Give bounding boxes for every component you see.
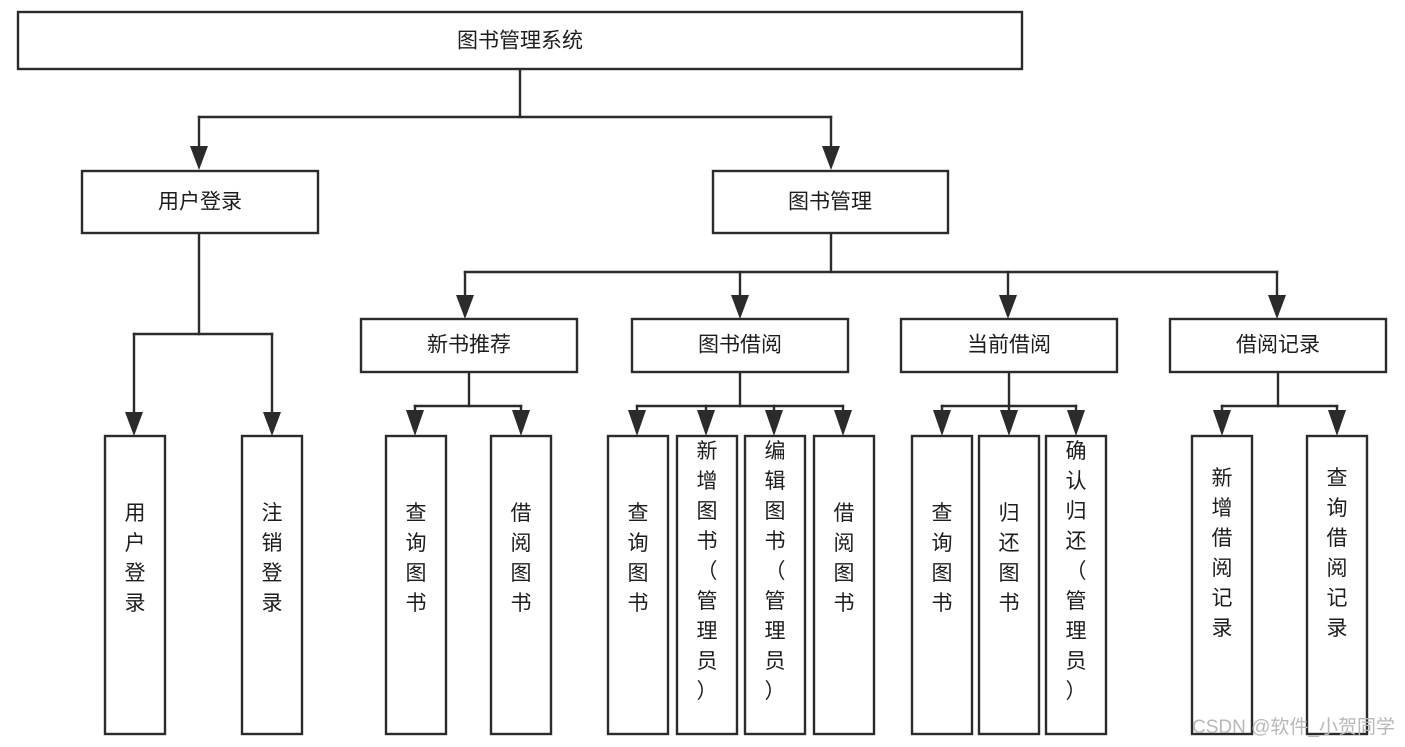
node-leaf-add-book-label: 新增图书（管理员） — [697, 440, 718, 703]
arrow-head-leaf-user-login — [125, 412, 143, 436]
node-leaf-edit-book-box[interactable] — [743, 434, 807, 736]
node-leaf-logout-box[interactable] — [240, 434, 304, 736]
node-leaf-add-record-box[interactable] — [1190, 434, 1254, 736]
arrow-head-leaf-borrow-book-2 — [834, 410, 852, 436]
node-leaf-return-book[interactable]: 归还图书 — [977, 434, 1041, 736]
node-book-borrow-label: 图书借阅 — [698, 334, 782, 357]
node-leaf-logout-label: 注销登录 — [262, 502, 283, 615]
node-book-manage-label: 图书管理 — [788, 191, 872, 214]
node-leaf-borrow-book-1-label: 借阅图书 — [511, 502, 532, 615]
node-book-borrow-box[interactable] — [630, 317, 850, 374]
node-new-book-rec-label: 新书推荐 — [427, 334, 511, 357]
node-leaf-query-book-1[interactable]: 查询图书 — [384, 434, 448, 736]
arrow-head-leaf-query-book-1 — [406, 410, 424, 436]
arrow-head-leaf-borrow-book-1 — [512, 410, 530, 436]
node-new-book-rec[interactable]: 新书推荐 — [359, 317, 579, 374]
node-leaf-add-book[interactable]: 新增图书（管理员） — [675, 434, 739, 736]
arrow-head-leaf-edit-book — [765, 410, 783, 436]
node-leaf-query-record[interactable]: 查询借阅记录 — [1305, 434, 1369, 736]
node-root-label: 图书管理系统 — [457, 30, 583, 53]
node-leaf-user-login-label: 用户登录 — [125, 502, 146, 615]
node-leaf-query-book-3-label: 查询图书 — [932, 502, 953, 615]
csdn-watermark: CSDN @软件_小贺同学 — [1192, 716, 1395, 738]
arrow-head-book-manage — [822, 146, 840, 170]
node-leaf-edit-book-label: 编辑图书（管理员） — [765, 440, 786, 703]
node-leaf-query-book-3[interactable]: 查询图书 — [910, 434, 974, 736]
arrow-head-book-borrow — [731, 295, 749, 319]
node-leaf-user-login-box[interactable] — [103, 434, 167, 736]
node-leaf-borrow-book-1[interactable]: 借阅图书 — [489, 434, 553, 736]
node-leaf-confirm-return[interactable]: 确认归还（管理员） — [1044, 434, 1108, 736]
node-leaf-query-book-2[interactable]: 查询图书 — [606, 434, 670, 736]
arrow-head-leaf-confirm-return — [1067, 410, 1085, 436]
connectors-new-book-rec-branch — [406, 370, 530, 436]
node-leaf-user-login[interactable]: 用户登录 — [103, 434, 167, 736]
connectors-book-borrow-branch — [628, 370, 852, 436]
node-leaf-borrow-book-2-label: 借阅图书 — [834, 502, 855, 615]
connectors-user-login-branch — [125, 231, 281, 436]
node-leaf-query-record-label: 查询借阅记录 — [1327, 467, 1348, 640]
node-book-manage-box[interactable] — [711, 169, 950, 235]
node-leaf-query-book-2-box[interactable] — [606, 434, 670, 736]
node-user-login-box[interactable] — [80, 169, 320, 235]
node-leaf-query-record-box[interactable] — [1305, 434, 1369, 736]
arrow-head-user-login — [190, 146, 208, 170]
node-book-manage[interactable]: 图书管理 — [711, 169, 950, 235]
arrow-head-leaf-return-book — [1000, 410, 1018, 436]
connectors-root-to-level2 — [190, 67, 840, 170]
arrow-head-leaf-logout — [263, 412, 281, 436]
node-book-borrow[interactable]: 图书借阅 — [630, 317, 850, 374]
node-leaf-confirm-return-label: 确认归还（管理员） — [1066, 440, 1087, 703]
node-root[interactable]: 图书管理系统 — [16, 10, 1024, 71]
node-leaf-query-book-3-box[interactable] — [910, 434, 974, 736]
node-leaf-add-book-box[interactable] — [675, 434, 739, 736]
arrow-head-leaf-query-book-2 — [628, 410, 646, 436]
node-borrow-record[interactable]: 借阅记录 — [1168, 317, 1388, 374]
node-borrow-record-label: 借阅记录 — [1236, 334, 1320, 357]
node-current-borrow-box[interactable] — [899, 317, 1119, 374]
node-leaf-add-record-label: 新增借阅记录 — [1212, 467, 1233, 640]
arrow-head-current-borrow — [999, 295, 1017, 319]
node-borrow-record-box[interactable] — [1168, 317, 1388, 374]
connectors-borrow-record-branch — [1213, 370, 1346, 436]
connectors-book-manage-branch — [456, 231, 1286, 319]
arrow-head-leaf-add-record — [1213, 410, 1231, 436]
node-new-book-rec-box[interactable] — [359, 317, 579, 374]
node-leaf-add-record[interactable]: 新增借阅记录 — [1190, 434, 1254, 736]
arrow-head-new-book-rec — [456, 295, 474, 319]
arrow-head-leaf-add-book — [697, 410, 715, 436]
node-leaf-return-book-label: 归还图书 — [999, 502, 1020, 615]
node-current-borrow[interactable]: 当前借阅 — [899, 317, 1119, 374]
node-leaf-confirm-return-box[interactable] — [1044, 434, 1108, 736]
node-leaf-logout[interactable]: 注销登录 — [240, 434, 304, 736]
node-root-box[interactable] — [16, 10, 1024, 71]
node-leaf-query-book-2-label: 查询图书 — [628, 502, 649, 615]
arrow-head-leaf-query-record — [1328, 410, 1346, 436]
connectors-current-borrow-branch — [933, 370, 1085, 436]
node-leaf-query-book-1-label: 查询图书 — [406, 502, 427, 615]
node-leaf-query-book-1-box[interactable] — [384, 434, 448, 736]
node-current-borrow-label: 当前借阅 — [967, 334, 1051, 357]
node-leaf-borrow-book-2-box[interactable] — [812, 434, 876, 736]
node-leaf-edit-book[interactable]: 编辑图书（管理员） — [743, 434, 807, 736]
arrow-head-leaf-query-book-3 — [933, 410, 951, 436]
node-leaf-borrow-book-1-box[interactable] — [489, 434, 553, 736]
node-user-login[interactable]: 用户登录 — [80, 169, 320, 235]
node-user-login-label: 用户登录 — [158, 191, 242, 214]
arrow-head-borrow-record — [1268, 295, 1286, 319]
node-leaf-borrow-book-2[interactable]: 借阅图书 — [812, 434, 876, 736]
node-leaf-return-book-box[interactable] — [977, 434, 1041, 736]
